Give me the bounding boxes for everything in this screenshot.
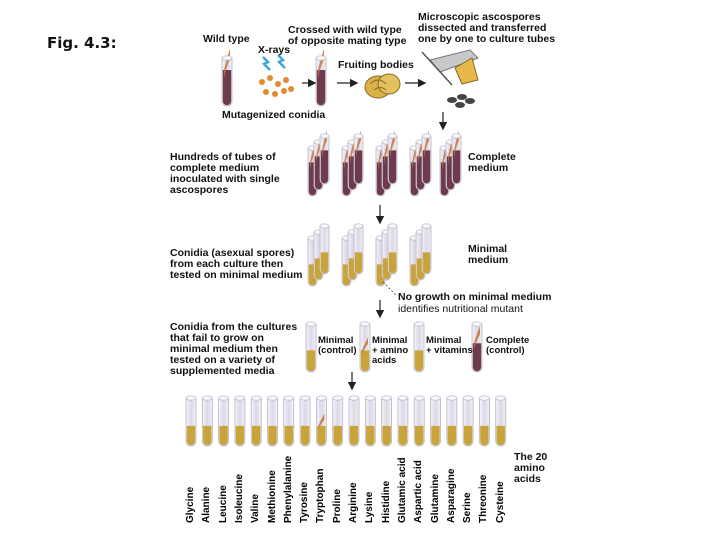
amino-acid-label: Alanine [201,486,213,523]
amino-acid-tube [430,395,441,447]
amino-acid-tube [316,395,327,447]
complete-medium-tube [421,130,432,185]
dissecting-needle-icon [421,49,479,86]
minimal-amino-label: Minimal + amino acids [372,335,409,366]
amino-acid-tube [234,395,246,447]
wild-type-label: Wild type [203,33,250,45]
complete-control-label: Complete (control) [486,335,530,356]
minimal-vitamins-label: Minimal + vitamins [426,335,473,356]
amino-acid-label: Histidine [380,480,392,523]
amino-acid-tube [462,395,474,447]
amino-acid-label: Cysteine [494,481,506,523]
minimal-medium-tube [353,223,364,275]
crossed-label: Crossed with wild type of opposite matin… [288,24,407,48]
xray-bolt-icon [261,56,271,71]
conidia-cultures-label: Conidia from the cultures that fail to g… [170,321,298,378]
amino-acid-tube [332,395,344,447]
fruiting-bodies-icon [364,73,401,99]
amino-acid-tube [397,395,409,447]
amino-acid-label: Threonine [478,474,490,523]
amino-acid-tube [381,395,392,447]
amino-acid-label: Serine [462,492,474,523]
amino-acid-tube [446,395,458,447]
xray-bolt-icon [276,54,286,69]
amino-acid-label: Tryptophan [315,468,327,523]
complete-medium-label: Complete medium [468,151,516,175]
amino-acid-label: Lysine [364,491,376,523]
hundreds-label: Hundreds of tubes of complete medium ino… [170,151,280,197]
microscopic-label: Microscopic ascospores dissected and tra… [418,11,556,46]
amino-acid-tube [495,395,507,447]
amino-acid-tube [299,395,311,447]
minimal-control-tube [305,321,317,373]
amino-acid-label: Isoleucine [233,474,245,523]
conidia-asexual-label: Conidia (asexual spores) from each cultu… [170,247,303,282]
minimal-medium-label: Minimal medium [468,243,509,267]
amino-acid-label: Phenylalanine [282,455,294,523]
amino-acid-label: Asparagine [445,468,457,523]
amino-acid-tube [218,395,229,447]
ascospores-icon [447,94,475,108]
amino-acid-tube [364,395,376,447]
amino-acid-tube [185,395,197,447]
identifies-label: identifies nutritional mutant [398,303,523,315]
amino-acid-tube [250,395,262,447]
complete-medium-tube [353,130,364,185]
amino-acid-tube [267,395,278,447]
minimal-vitamins-tube [413,321,425,373]
amino-acid-tube [348,395,360,447]
complete-medium-tube [319,130,330,185]
amino-acid-label: Glutamine [429,474,441,523]
crossed-tube [315,48,327,107]
minimal-control-label: Minimal (control) [318,335,357,356]
amino-acid-tube [479,395,490,447]
amino-acid-label: Glycine [185,486,196,523]
minimal-medium-tube [421,223,432,275]
complete-control-tube [471,321,483,373]
minimal-medium-tube [319,223,330,275]
complete-medium-tube [387,130,398,185]
no-growth-label: No growth on minimal medium [398,291,552,303]
conidia-spores-icon [259,75,294,97]
amino-acid-label: Valine [250,494,262,523]
amino-acid-label: Aspartic acid [413,460,425,523]
amino-acid-label: Methionine [266,470,278,523]
amino-acid-label: Tyrosine [299,482,311,523]
amino-acid-tube [413,395,425,447]
figure-label: Fig. 4.3: [47,34,117,52]
amino-acid-tube [201,395,213,447]
amino-acid-label: Proline [331,489,343,523]
minimal-medium-tube [387,223,398,275]
wild-type-tube [221,48,233,107]
amino-acid-label: Leucine [217,485,229,523]
x-rays-label: X-rays [258,44,291,56]
pointer-line [382,281,398,297]
amino-acid-label: Glutamic acid [396,457,408,523]
complete-medium-tube [451,130,462,185]
amino-acid-tube [283,395,295,447]
fruiting-bodies-label: Fruiting bodies [338,59,414,71]
minimal-amino-tube [359,321,371,373]
amino-acid-label: Arginine [348,482,359,523]
mutagenized-conidia-label: Mutagenized conidia [222,109,326,121]
twenty-amino-acids-label: The 20 amino acids [514,451,548,486]
